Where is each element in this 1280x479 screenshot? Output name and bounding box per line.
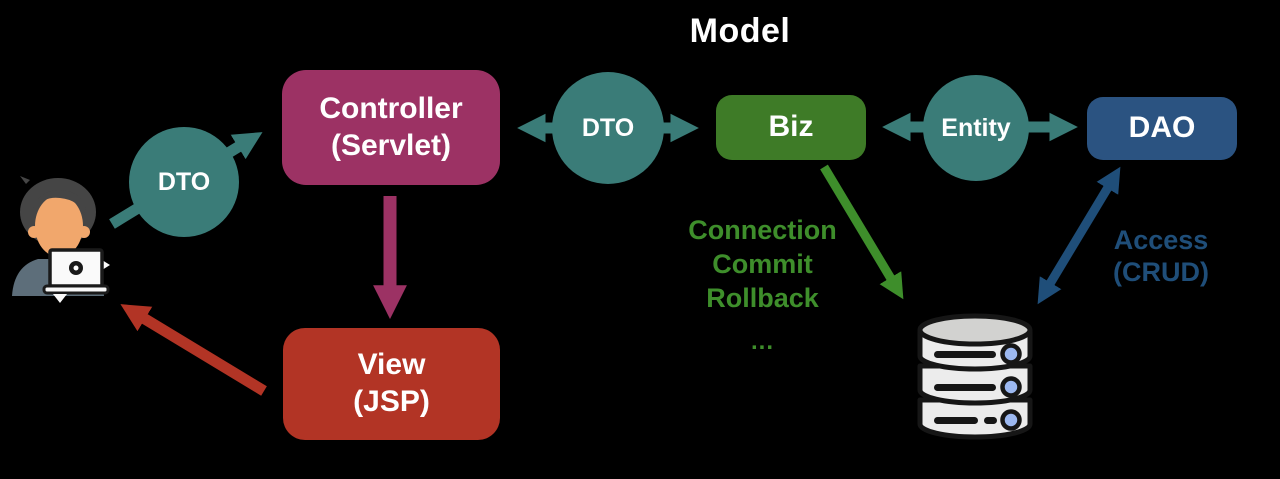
transaction-line-connection: Connection	[688, 215, 837, 245]
transaction-ellipsis: ...	[750, 328, 774, 355]
dao-node: DAO	[1087, 97, 1237, 160]
arrow-dao-database	[1037, 166, 1121, 305]
dto-left-label: DTO	[157, 167, 211, 196]
entity-node: Entity	[923, 75, 1029, 181]
transaction-line-commit: Commit	[712, 249, 813, 279]
biz-label: Biz	[768, 110, 814, 144]
controller-label-line2: (Servlet)	[330, 128, 452, 162]
diagram-title: Model	[689, 12, 791, 50]
dto-mid-label: DTO	[581, 113, 635, 142]
view-label-line1: View	[357, 348, 426, 382]
access-line2: (CRUD)	[1113, 257, 1209, 287]
dao-label: DAO	[1128, 111, 1196, 145]
view-label-line2: (JSP)	[353, 385, 430, 418]
dto-mid-node: DTO	[552, 72, 664, 184]
database-icon	[917, 313, 1033, 440]
entity-label: Entity	[941, 113, 1011, 142]
access-line1: Access	[1113, 225, 1209, 255]
view-node: View (JSP)	[283, 328, 500, 440]
controller-label-line1: Controller	[319, 91, 463, 125]
controller-node: Controller (Servlet)	[282, 70, 500, 185]
biz-node: Biz	[716, 95, 866, 160]
dto-left-node: DTO	[129, 127, 239, 237]
arrow-view-to-user	[120, 304, 267, 396]
user-icon	[12, 176, 110, 303]
transaction-annotation: Connection Commit Rollback	[655, 213, 870, 315]
arrow-biz-to-database	[820, 164, 904, 300]
access-annotation: Access (CRUD)	[1086, 224, 1236, 288]
transaction-line-rollback: Rollback	[706, 283, 819, 313]
